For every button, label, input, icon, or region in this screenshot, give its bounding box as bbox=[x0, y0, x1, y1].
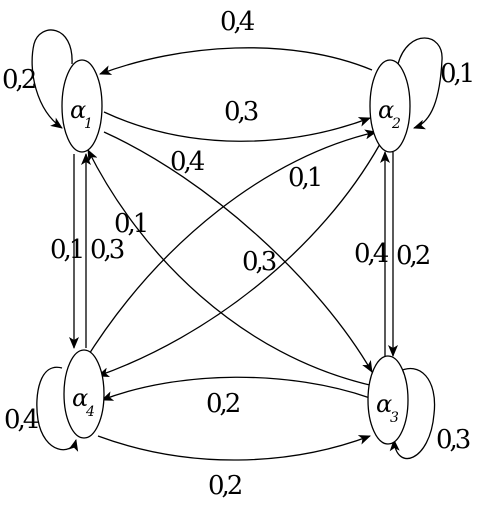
edge-loop-a1 bbox=[31, 29, 73, 129]
weight-a2-a3: 0,2 bbox=[396, 241, 429, 271]
weight-a4-a2: 0,1 bbox=[288, 163, 320, 193]
weight-loop-a1: 0,2 bbox=[2, 65, 35, 95]
weight-a1-a2: 0,3 bbox=[224, 97, 258, 127]
node-a2-label: α bbox=[378, 96, 394, 124]
edge-a4-a2 bbox=[83, 129, 377, 363]
weight-loop-a3: 0,3 bbox=[436, 425, 470, 455]
edge-loop-a2 bbox=[397, 37, 443, 130]
node-a3-label: α bbox=[376, 390, 392, 418]
weight-a3-a2: 0,4 bbox=[354, 239, 389, 269]
edge-a1-a2 bbox=[103, 111, 371, 142]
node-a4-subscript: 4 bbox=[85, 404, 95, 420]
weight-a2-a1: 0,4 bbox=[220, 7, 255, 37]
edge-a2-a1 bbox=[99, 47, 373, 75]
weight-loop-a2: 0,1 bbox=[440, 59, 472, 89]
node-a4-label: α bbox=[72, 384, 88, 412]
weight-a3-a1: 0,1 bbox=[114, 209, 146, 239]
node-a4: α 4 bbox=[63, 349, 105, 439]
edge-a2-a4 bbox=[97, 143, 381, 378]
weight-a1-a4: 0,1 bbox=[50, 235, 82, 265]
node-a1-label: α bbox=[70, 96, 86, 124]
weight-a2-a4: 0,3 bbox=[242, 247, 276, 277]
weight-loop-a4: 0,4 bbox=[4, 405, 39, 435]
edge-loop-a3 bbox=[389, 367, 436, 460]
weight-a3-a4: 0,2 bbox=[206, 389, 239, 419]
node-a1: α 1 bbox=[61, 59, 103, 153]
node-a2-subscript: 2 bbox=[391, 116, 401, 132]
edge-a3-a4 bbox=[101, 376, 371, 401]
node-a2: α 2 bbox=[369, 59, 411, 153]
edge-a3-a1 bbox=[87, 149, 375, 387]
edge-loop-a4 bbox=[36, 366, 79, 452]
node-a1-subscript: 1 bbox=[84, 116, 93, 132]
edge-a1-a3 bbox=[103, 131, 373, 373]
node-a3-subscript: 3 bbox=[390, 410, 399, 426]
node-a3: α 3 bbox=[367, 355, 409, 445]
edge-a4-a3 bbox=[97, 435, 371, 461]
weight-a1-a3: 0,4 bbox=[170, 147, 205, 177]
weight-a4-a1: 0,3 bbox=[90, 235, 124, 265]
weight-a4-a3: 0,2 bbox=[208, 471, 241, 501]
